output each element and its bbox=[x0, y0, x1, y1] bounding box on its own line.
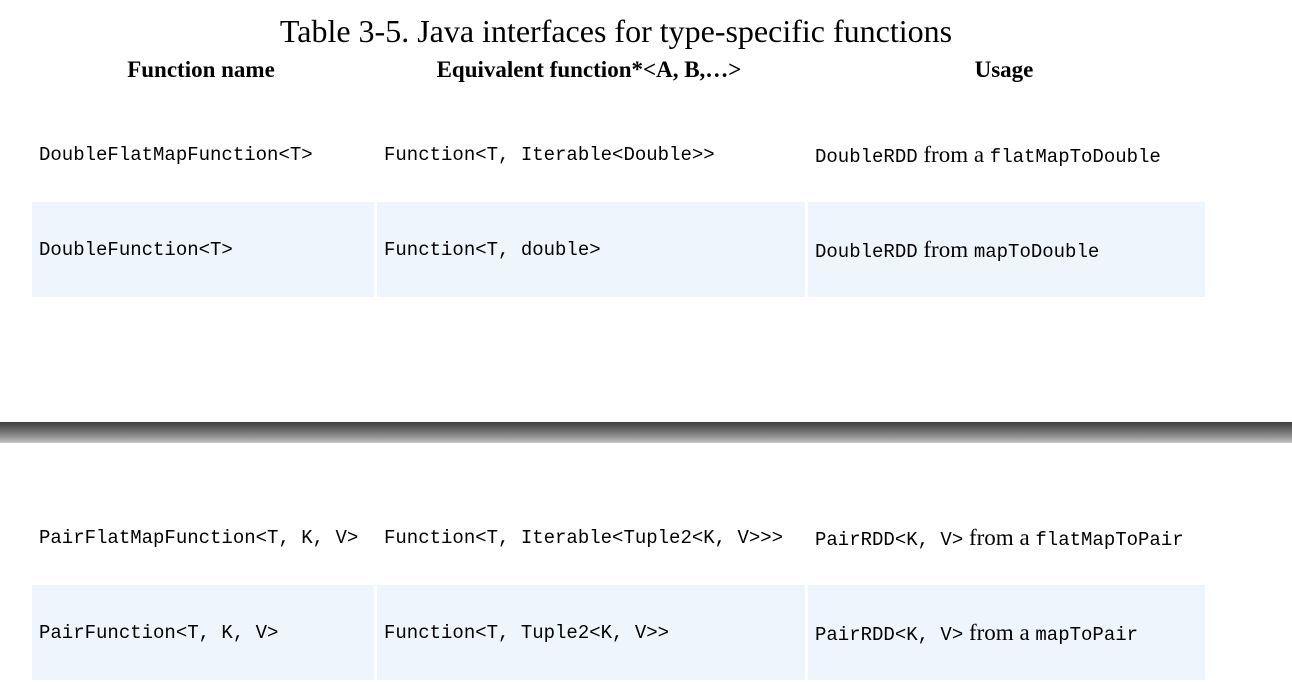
table-row: PairFlatMapFunction<T, K, V> Function<T,… bbox=[32, 490, 1205, 585]
header-equivalent-function: Equivalent function*<A, B,…> bbox=[436, 57, 742, 82]
usage-method: flatMapToDouble bbox=[989, 145, 1161, 168]
usage-text: from bbox=[917, 236, 974, 262]
usage-method: mapToPair bbox=[1035, 623, 1139, 646]
functions-table-section-1: DoubleFlatMapFunction<T> Function<T, Ite… bbox=[29, 107, 1208, 297]
functions-table-section-2: PairFlatMapFunction<T, K, V> Function<T,… bbox=[29, 490, 1208, 680]
function-name-cell: DoubleFlatMapFunction<T> bbox=[39, 143, 313, 166]
function-name-cell: PairFunction<T, K, V> bbox=[32, 585, 374, 680]
table-row: DoubleFunction<T> Function<T, double> Do… bbox=[32, 202, 1205, 297]
usage-cell: DoubleRDD from a flatMapToDouble bbox=[808, 107, 1205, 202]
usage-text: from a bbox=[963, 524, 1036, 550]
section-separator bbox=[0, 422, 1292, 443]
usage-method: mapToDouble bbox=[973, 240, 1100, 263]
usage-type: PairRDD<K, V> bbox=[815, 623, 964, 646]
usage-type: DoubleRDD bbox=[815, 240, 918, 263]
equivalent-function-cell: Function<T, Iterable<Double>> bbox=[384, 143, 715, 166]
usage-type: PairRDD<K, V> bbox=[815, 528, 964, 551]
usage-method: flatMapToPair bbox=[1035, 528, 1184, 551]
equivalent-function-cell: Function<T, Tuple2<K, V>> bbox=[377, 585, 805, 680]
function-name-cell: PairFlatMapFunction<T, K, V> bbox=[39, 526, 359, 549]
usage-cell: PairRDD<K, V> from a mapToPair bbox=[808, 585, 1205, 680]
header-function-name: Function name bbox=[127, 57, 275, 82]
usage-text: from a bbox=[917, 141, 990, 167]
equivalent-function-cell: Function<T, double> bbox=[377, 202, 805, 297]
table-row: DoubleFlatMapFunction<T> Function<T, Ite… bbox=[32, 107, 1205, 202]
header-usage: Usage bbox=[974, 57, 1034, 82]
usage-cell: PairRDD<K, V> from a flatMapToPair bbox=[808, 490, 1205, 585]
table-title: Table 3-5. Java interfaces for type-spec… bbox=[279, 13, 953, 49]
usage-cell: DoubleRDD from mapToDouble bbox=[808, 202, 1205, 297]
table-row: PairFunction<T, K, V> Function<T, Tuple2… bbox=[32, 585, 1205, 680]
usage-text: from a bbox=[963, 619, 1036, 645]
usage-type: DoubleRDD bbox=[815, 145, 918, 168]
function-name-cell: DoubleFunction<T> bbox=[32, 202, 374, 297]
equivalent-function-cell: Function<T, Iterable<Tuple2<K, V>>> bbox=[384, 526, 784, 549]
